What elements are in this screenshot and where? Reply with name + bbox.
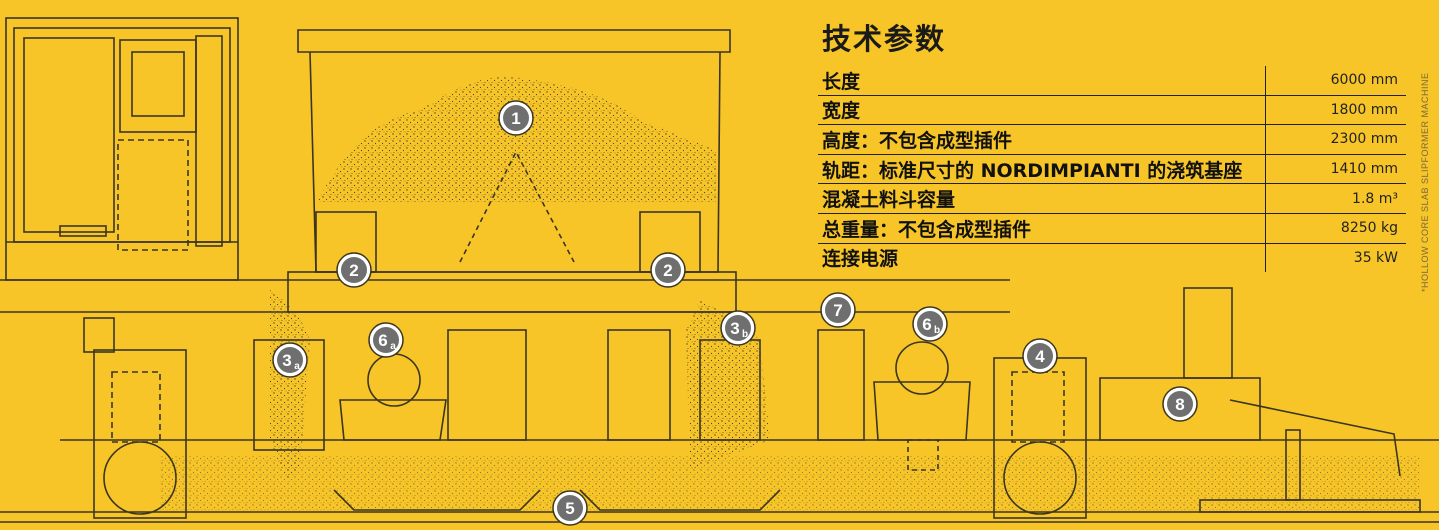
callout-suffix: a <box>390 341 396 352</box>
control-cabinet <box>5 17 239 281</box>
callout-number: 2 <box>663 261 672 280</box>
callout-number: 4 <box>1035 347 1045 366</box>
callout-number: 3 <box>730 319 739 338</box>
spec-value: 6000 mm <box>1265 66 1406 96</box>
callout-suffix: b <box>742 329 748 340</box>
side-note: *HOLLOW CORE SLAB SLIPFORMER MACHINE <box>1420 52 1434 292</box>
callout-badge: 2 <box>650 252 686 288</box>
spec-label: 混凝土料斗容量 <box>818 183 1266 214</box>
concrete-flow-right <box>686 300 770 470</box>
spec-label: 宽度 <box>818 95 1266 126</box>
callout-badge: 1 <box>498 100 534 136</box>
concrete-bed <box>160 456 1420 512</box>
spec-value: 1.8 m³ <box>1265 183 1406 214</box>
spec-value: 8250 kg <box>1265 213 1406 244</box>
spec-label: 轨距：标准尺寸的 NORDIMPIANTI 的浇筑基座 <box>818 154 1266 185</box>
concrete-flow-left <box>270 290 310 480</box>
callout-number: 8 <box>1175 395 1184 414</box>
callout-number: 5 <box>565 499 574 518</box>
spec-value: 2300 mm <box>1265 124 1406 155</box>
callout-number: 1 <box>511 109 520 128</box>
spec-title: 技术参数 <box>822 22 947 56</box>
concrete-fill <box>318 76 716 202</box>
spec-value: 1800 mm <box>1265 95 1406 126</box>
callout-number: 6 <box>378 331 387 350</box>
callout-badge: 4 <box>1022 338 1058 374</box>
callout-number: 7 <box>833 301 842 320</box>
spec-value: 35 kW <box>1265 243 1406 273</box>
callout-badge: 5 <box>552 490 588 526</box>
callout-suffix: b <box>934 325 940 336</box>
spec-value: 1410 mm <box>1265 154 1406 185</box>
spec-label: 连接电源 <box>822 248 899 271</box>
spec-label: 高度：不包含成型插件 <box>818 124 1266 155</box>
spec-row: 连接电源 35 kW <box>818 243 1406 273</box>
side-note-text: *HOLLOW CORE SLAB SLIPFORMER MACHINE <box>1420 72 1430 292</box>
callout-number: 3 <box>282 351 291 370</box>
feeders <box>253 329 971 471</box>
callout-number: 6 <box>922 315 931 334</box>
spec-label: 总重量：不包含成型插件 <box>818 213 1266 244</box>
callout-badge: 8 <box>1162 386 1198 422</box>
callout-suffix: a <box>294 361 300 372</box>
spec-label: 长度 <box>818 66 1266 96</box>
callout-badge: 7 <box>820 292 856 328</box>
callout-number: 2 <box>349 261 358 280</box>
callout-badge: 2 <box>336 252 372 288</box>
